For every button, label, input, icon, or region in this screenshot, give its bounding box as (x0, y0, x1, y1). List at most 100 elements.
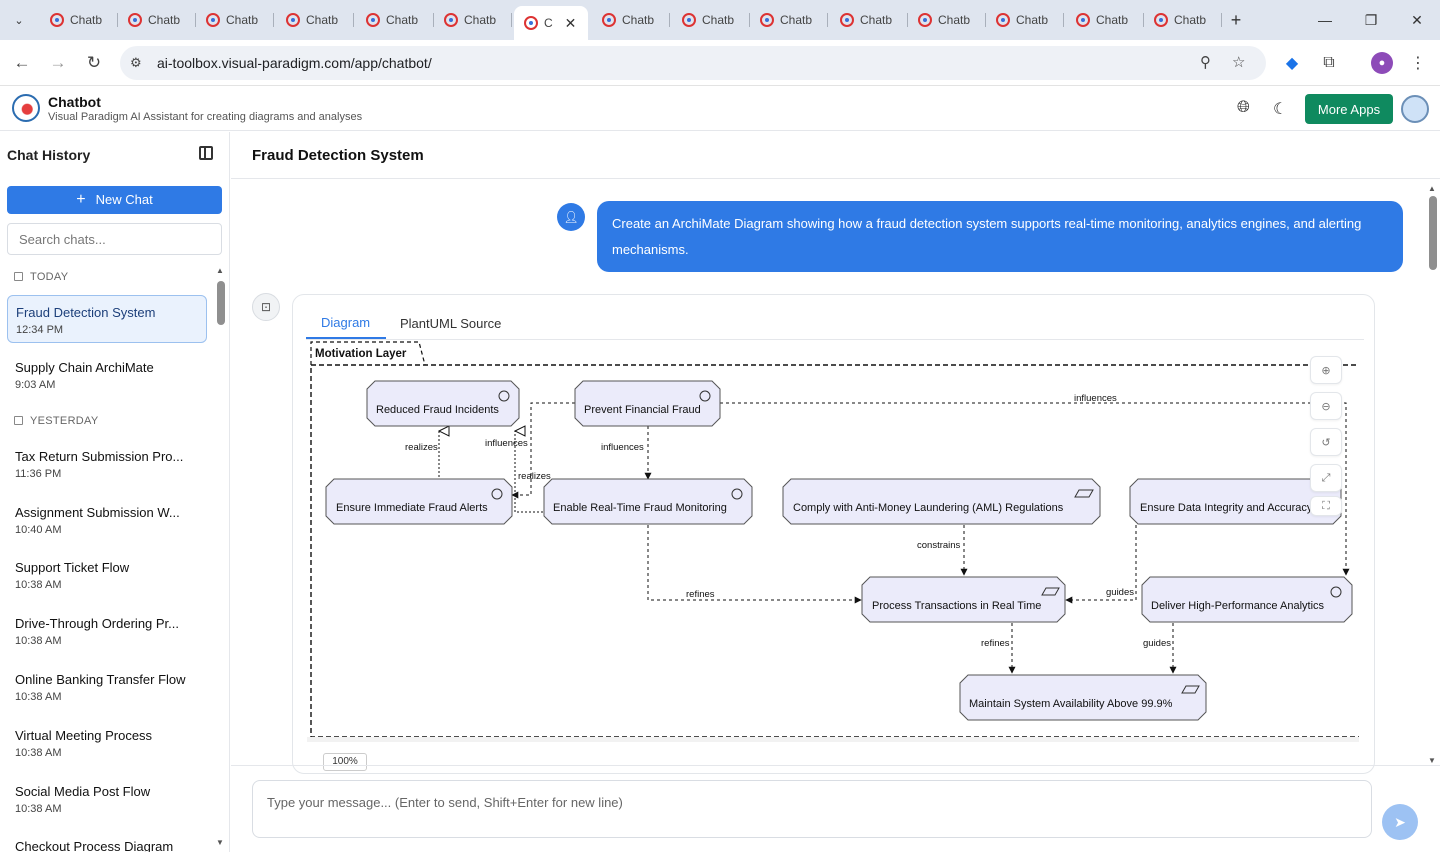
browser-tab[interactable]: Chatb (750, 6, 828, 34)
new-tab-plus-icon[interactable]: + (1230, 9, 1242, 30)
back-arrow-icon[interactable]: ← (13, 53, 31, 72)
user-avatar-icon[interactable] (1401, 95, 1429, 123)
chat-item-supply-chain[interactable]: Supply Chain ArchiMate 9:03 AM (7, 351, 207, 399)
chat-item-drive-through[interactable]: Drive-Through Ordering Pr... 10:38 AM (7, 607, 207, 655)
chat-item-social-media[interactable]: Social Media Post Flow 10:38 AM (7, 775, 207, 823)
extension-icon[interactable]: ◆ (1285, 55, 1299, 72)
diagram-nodes: Reduced Fraud Incidents Prevent Financia… (325, 380, 1353, 721)
composer-divider (231, 765, 1440, 766)
fullscreen-icon[interactable]: ⛶ (1310, 496, 1342, 516)
outcome-icon (498, 390, 510, 402)
message-input[interactable] (252, 780, 1372, 838)
reload-icon[interactable]: ↻ (86, 53, 102, 72)
chat-name: Supply Chain ArchiMate (15, 360, 154, 375)
more-apps-button[interactable]: More Apps (1305, 94, 1393, 124)
restore-icon[interactable]: ❐ (1364, 11, 1378, 28)
chat-name: Fraud Detection System (16, 305, 156, 320)
browser-tab[interactable]: Chatb (1066, 6, 1144, 34)
bookmark-star-icon[interactable]: ☆ (1232, 54, 1246, 71)
browser-tab[interactable]: Chatb (434, 6, 512, 34)
node-deliver-analytics[interactable]: Deliver High-Performance Analytics (1141, 576, 1353, 623)
node-enable-realtime-monitoring[interactable]: Enable Real-Time Fraud Monitoring (543, 478, 753, 525)
node-ensure-immediate-fraud-alerts[interactable]: Ensure Immediate Fraud Alerts (325, 478, 513, 525)
forward-arrow-icon[interactable]: → (49, 53, 67, 72)
scroll-up-icon[interactable]: ▲ (216, 266, 224, 275)
zoom-out-icon[interactable]: ⊖ (1310, 392, 1342, 420)
tab-search-chevron-icon[interactable]: ⌄ (14, 14, 24, 27)
browser-tab[interactable]: Chatb (986, 6, 1064, 34)
node-maintain-availability[interactable]: Maintain System Availability Above 99.9% (959, 674, 1207, 721)
browser-tab[interactable]: Chatb (592, 6, 670, 34)
edge-label: refines (686, 589, 715, 600)
tab-label: Chatb (226, 13, 259, 27)
chat-item-fraud-detection[interactable]: Fraud Detection System 12:34 PM (7, 295, 207, 343)
chat-main: Fraud Detection System 👤︎ Create an Arch… (231, 132, 1440, 852)
favicon-icon (444, 13, 458, 27)
node-ensure-data-integrity[interactable]: Ensure Data Integrity and Accuracy (1129, 478, 1342, 525)
search-chats-input[interactable] (7, 223, 222, 255)
browser-menu-icon[interactable]: ⋮ (1410, 55, 1426, 72)
browser-tab[interactable]: Chatb (1144, 6, 1222, 34)
plus-icon: + (76, 191, 86, 208)
tab-close-icon[interactable]: ✕ (564, 14, 577, 31)
favicon-icon (206, 13, 220, 27)
browser-tab[interactable]: Chatb (830, 6, 908, 34)
globe-icon[interactable]: 🌐︎ (1237, 99, 1250, 116)
sidebar-scrollbar[interactable]: ▲ ▼ (216, 266, 226, 847)
edge-label: realizes (518, 471, 551, 482)
extensions-puzzle-icon[interactable]: ⧉ (1323, 54, 1335, 71)
edge-refines-monitoring-process (647, 525, 862, 604)
chat-time: 10:38 AM (15, 579, 62, 591)
browser-tab[interactable]: Chatb (118, 6, 196, 34)
sidebar-scroll-thumb[interactable] (217, 281, 225, 325)
zoom-magnifier-icon[interactable]: ⚲ (1200, 54, 1211, 71)
favicon-icon (996, 13, 1010, 27)
browser-tab[interactable]: Chatb (196, 6, 274, 34)
main-scroll-thumb[interactable] (1429, 196, 1437, 270)
scroll-up-icon[interactable]: ▲ (1428, 184, 1436, 193)
tab-separator (195, 13, 196, 27)
chat-item-support-ticket[interactable]: Support Ticket Flow 10:38 AM (7, 551, 207, 599)
url-text[interactable]: ai-toolbox.visual-paradigm.com/app/chatb… (157, 55, 432, 71)
diagram-canvas[interactable]: Motivation Layer (307, 340, 1359, 742)
tab-plantuml-source[interactable]: PlantUML Source (400, 316, 502, 331)
browser-tab[interactable]: Chatb (908, 6, 986, 34)
dark-mode-moon-icon[interactable]: ☾ (1273, 101, 1288, 118)
edge-label: influences (1074, 393, 1117, 404)
chat-item-online-banking[interactable]: Online Banking Transfer Flow 10:38 AM (7, 663, 207, 711)
chat-time: 10:38 AM (15, 691, 62, 703)
fit-screen-icon[interactable]: ⤢ (1310, 464, 1342, 492)
node-reduced-fraud-incidents[interactable]: Reduced Fraud Incidents (366, 380, 520, 427)
site-settings-icon[interactable]: ⚙ (130, 55, 142, 70)
browser-tab[interactable]: Chatb (276, 6, 354, 34)
browser-tab[interactable]: Chatb (356, 6, 434, 34)
main-scrollbar[interactable]: ▲ ▼ (1427, 184, 1439, 765)
tab-separator (669, 13, 670, 27)
tab-label: Chatb (860, 13, 893, 27)
chat-item-tax-return[interactable]: Tax Return Submission Pro... 11:36 PM (7, 440, 207, 488)
node-prevent-financial-fraud[interactable]: Prevent Financial Fraud (574, 380, 721, 427)
profile-avatar[interactable]: ● (1371, 52, 1393, 74)
reset-view-icon[interactable]: ↺ (1310, 428, 1342, 456)
chat-item-checkout[interactable]: Checkout Process Diagram (7, 830, 207, 852)
tab-diagram[interactable]: Diagram (321, 315, 371, 330)
minimize-icon[interactable]: — (1318, 12, 1332, 28)
sidebar-toggle-icon[interactable] (199, 146, 213, 160)
conversation-title: Fraud Detection System (252, 147, 424, 164)
node-comply-aml[interactable]: Comply with Anti-Money Laundering (AML) … (782, 478, 1101, 525)
browser-tab[interactable]: Chatb (672, 6, 750, 34)
browser-tab[interactable]: C✕ (514, 6, 588, 40)
send-button[interactable]: ➤ (1382, 804, 1418, 840)
close-window-icon[interactable]: ✕ (1411, 11, 1423, 28)
scroll-down-icon[interactable]: ▼ (1428, 756, 1436, 765)
address-bar[interactable]: ⚙ ai-toolbox.visual-paradigm.com/app/cha… (120, 46, 1266, 80)
browser-tab[interactable]: Chatb (40, 6, 118, 34)
zoom-in-icon[interactable]: ⊕ (1310, 356, 1342, 384)
chat-item-assignment[interactable]: Assignment Submission W... 10:40 AM (7, 496, 207, 544)
scroll-down-icon[interactable]: ▼ (216, 838, 224, 847)
chat-item-virtual-meeting[interactable]: Virtual Meeting Process 10:38 AM (7, 719, 207, 767)
node-label: Prevent Financial Fraud (584, 404, 701, 416)
node-process-transactions[interactable]: Process Transactions in Real Time (861, 576, 1066, 623)
favicon-icon (1154, 13, 1168, 27)
new-chat-button[interactable]: +New Chat (7, 186, 222, 214)
